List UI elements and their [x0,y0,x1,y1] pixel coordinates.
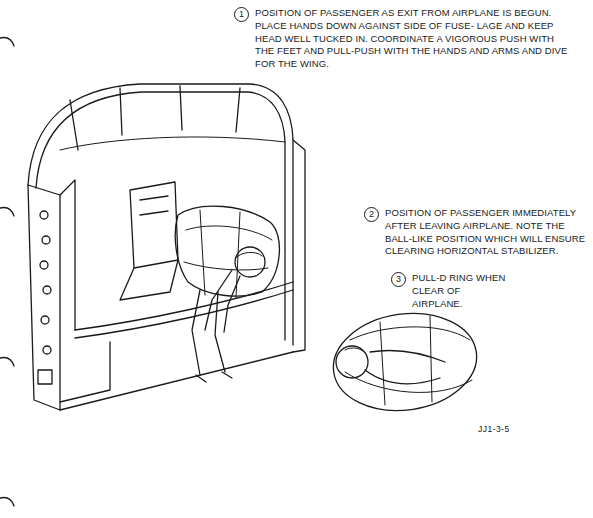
passenger-tucked [327,304,483,419]
binder-hole [0,357,14,366]
callout-note: 3 PULL-D RING WHEN CLEAR OF AIRPLANE. [391,272,507,310]
callout-text: PULL-D RING WHEN CLEAR OF AIRPLANE. [412,272,507,310]
callout-text: POSITION OF PASSENGER AS EXIT FROM AIRPL… [255,7,575,71]
instrument-frame [28,180,75,410]
binder-hole [0,37,14,46]
seat [120,182,178,300]
binder-hole [0,207,14,216]
callout-note: 1 POSITION OF PASSENGER AS EXIT FROM AIRP… [234,7,575,71]
callout-number: 3 [391,272,406,287]
callout-number: 2 [364,207,379,222]
callout-note: 2 POSITION OF PASSENGER IMMEDIATELY AFTER… [364,207,590,258]
callout-text: POSITION OF PASSENGER IMMEDIATELY AFTER … [385,207,590,258]
passenger-exiting [175,206,279,382]
binder-hole [0,497,14,506]
callout-number: 1 [234,7,249,22]
figure-code: JJ1-3-5 [478,424,510,434]
fuselage-side [60,140,305,410]
canopy [28,84,293,345]
